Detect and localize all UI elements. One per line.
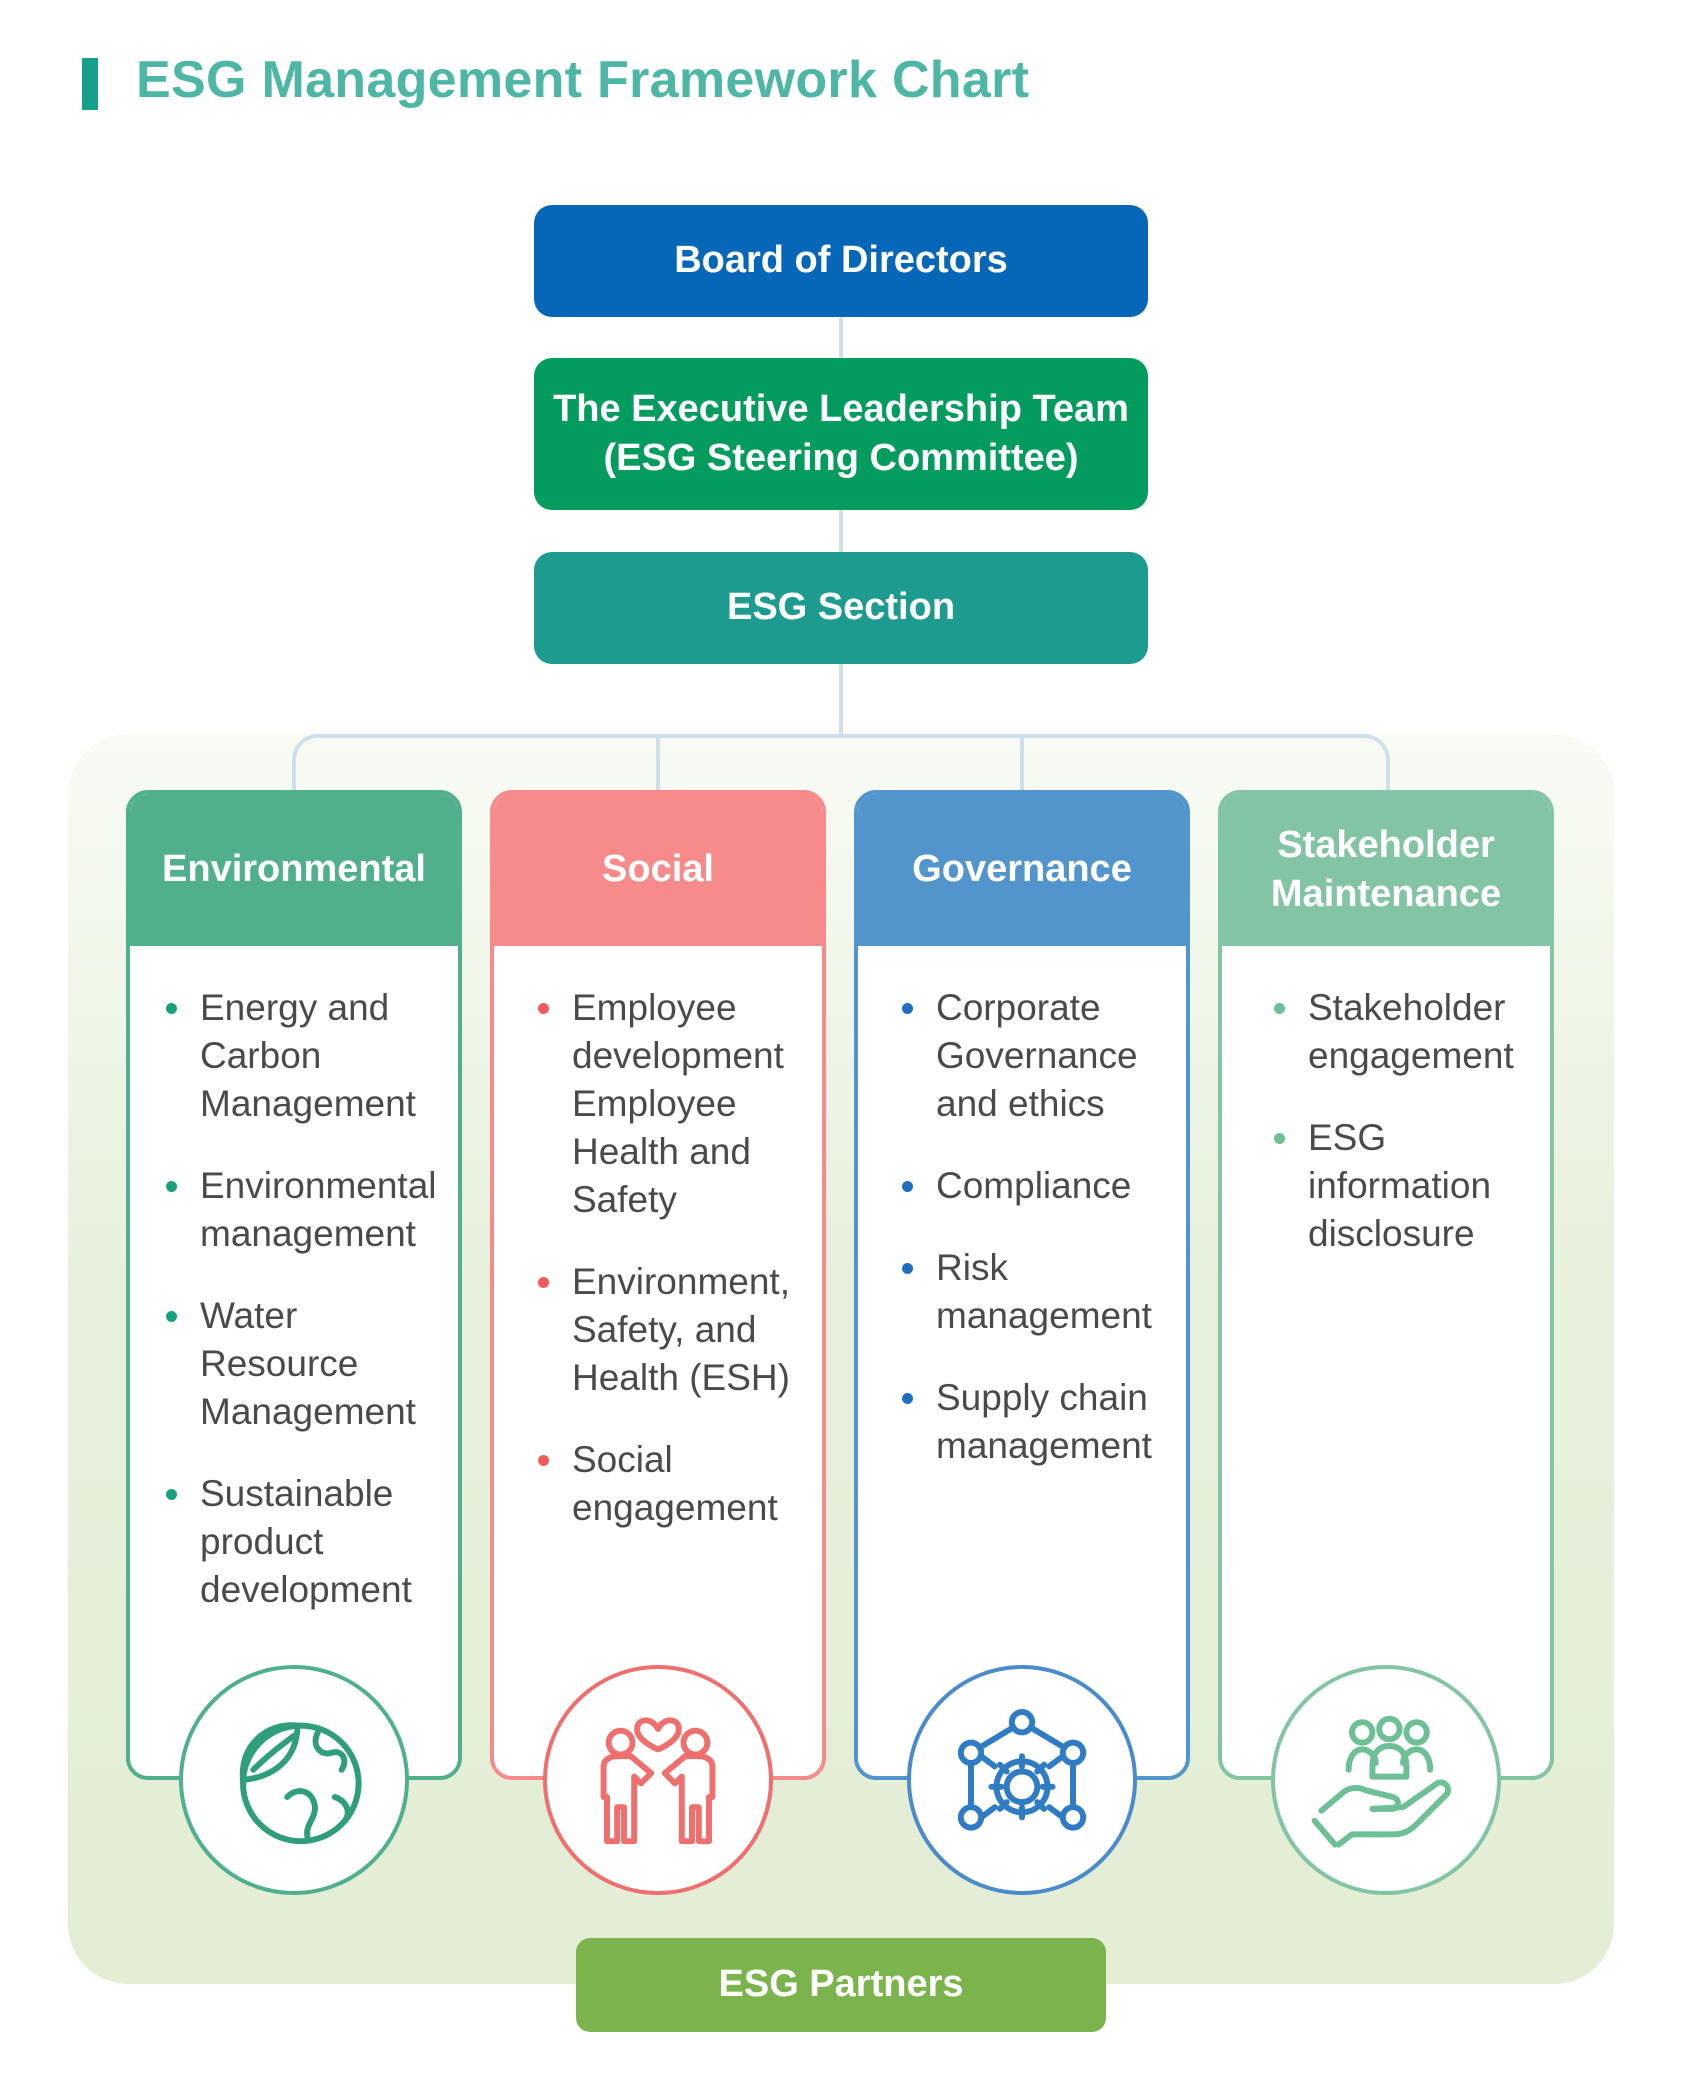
esg-section-box: ESG Section xyxy=(534,552,1148,664)
list-item: Energy and Carbon Management xyxy=(166,984,442,1128)
list-item: Water Resource Management xyxy=(166,1292,442,1436)
pillar-title: Social xyxy=(602,848,714,891)
pillar-title: Environmental xyxy=(162,848,426,891)
connector-section-pillars xyxy=(839,664,843,738)
executive-label-line1: The Executive Leadership Team xyxy=(553,387,1129,430)
list-item: ESG information disclosure xyxy=(1274,1114,1534,1258)
board-of-directors-box: Board of Directors xyxy=(534,205,1148,317)
list-item: Sustainable product development xyxy=(166,1470,442,1614)
pillar-card-social: Social Employee development Employee Hea… xyxy=(490,790,826,1780)
executive-label-line2: (ESG Steering Committee) xyxy=(603,437,1079,479)
connector-social xyxy=(656,736,660,794)
pillar-title: Stakeholder Maintenance xyxy=(1270,823,1502,915)
pillar-list-social: Employee development Employee Health and… xyxy=(538,984,806,1566)
connector-executive-section xyxy=(839,510,843,552)
connector-governance xyxy=(1020,736,1024,794)
pillar-header-social: Social xyxy=(494,794,822,946)
pillar-header-governance: Governance xyxy=(858,794,1186,946)
list-item: Environmental management xyxy=(166,1162,442,1258)
list-item: Corporate Governance and ethics xyxy=(902,984,1170,1128)
list-item: Social engagement xyxy=(538,1436,806,1532)
connector-horizontal xyxy=(292,734,1390,794)
pillar-card-stakeholder: Stakeholder Maintenance Stakeholder enga… xyxy=(1218,790,1554,1780)
pillar-list-governance: Corporate Governance and ethics Complian… xyxy=(902,984,1170,1504)
list-item: Risk management xyxy=(902,1244,1170,1340)
list-item: Supply chain management xyxy=(902,1374,1170,1470)
board-label: Board of Directors xyxy=(674,239,1008,282)
pillar-header-environmental: Environmental xyxy=(130,794,458,946)
pillar-list-stakeholder: Stakeholder engagement ESG information d… xyxy=(1274,984,1534,1292)
pillar-title: Governance xyxy=(912,848,1132,891)
gear-network-icon xyxy=(907,1665,1137,1895)
title-accent-bar xyxy=(82,58,98,110)
page-title: ESG Management Framework Chart xyxy=(136,51,1030,109)
hand-people-icon xyxy=(1271,1665,1501,1895)
list-item: Environment, Safety, and Health (ESH) xyxy=(538,1258,806,1402)
esg-partners-box: ESG Partners xyxy=(576,1938,1106,2032)
esg-partners-label: ESG Partners xyxy=(718,1963,964,2006)
pillar-header-stakeholder: Stakeholder Maintenance xyxy=(1222,794,1550,946)
connector-board-executive xyxy=(839,317,843,358)
pillar-card-governance: Governance Corporate Governance and ethi… xyxy=(854,790,1190,1780)
esg-section-label: ESG Section xyxy=(726,586,956,629)
list-item: Compliance xyxy=(902,1162,1170,1210)
pillar-card-environmental: Environmental Energy and Carbon Manageme… xyxy=(126,790,462,1780)
list-item: Employee development Employee Health and… xyxy=(538,984,806,1224)
list-item: Stakeholder engagement xyxy=(1274,984,1534,1080)
people-heart-icon xyxy=(543,1665,773,1895)
pillar-list-environmental: Energy and Carbon Management Environment… xyxy=(166,984,442,1648)
executive-team-box: The Executive Leadership Team (ESG Steer… xyxy=(534,358,1148,510)
earth-leaf-icon xyxy=(179,1665,409,1895)
